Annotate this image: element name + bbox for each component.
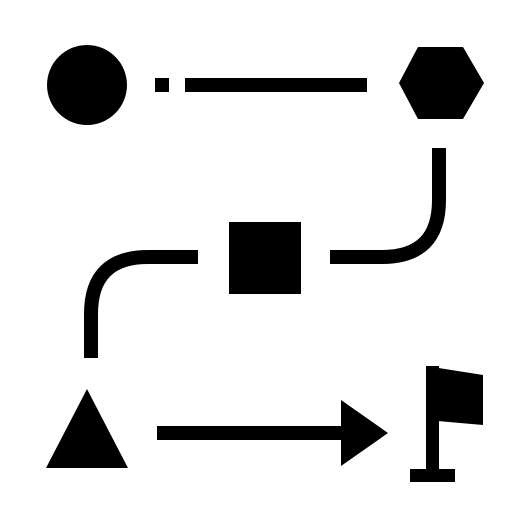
- flag-cloth: [426, 366, 483, 425]
- connector-hexagon-to-square: [330, 148, 446, 264]
- connector-dot: [155, 78, 169, 92]
- connector-triangle-to-flag: [157, 400, 388, 466]
- flag-base: [410, 469, 455, 482]
- hexagon-node-icon: [399, 47, 484, 119]
- connector-start-to-hexagon: [155, 78, 367, 92]
- arrow-shaft: [157, 426, 347, 440]
- connector-line: [185, 78, 367, 92]
- flag-icon: [410, 366, 483, 482]
- circle-node-icon: [47, 45, 127, 125]
- connector-square-to-triangle: [84, 250, 198, 358]
- arrow-head-icon: [341, 400, 388, 466]
- triangle-node-icon: [46, 389, 128, 468]
- square-node-icon: [229, 222, 301, 294]
